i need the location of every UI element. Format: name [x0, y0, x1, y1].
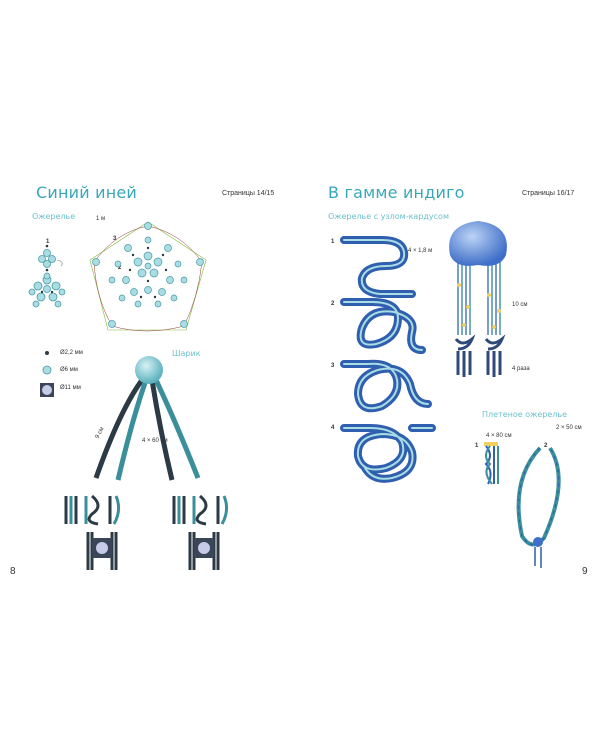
necklace-pentagon-diagram: [89, 221, 207, 332]
medium-bead-icon: [42, 365, 52, 375]
step-label: 2: [544, 443, 548, 449]
legend-label: Ø2,2 мм: [60, 350, 83, 356]
step-label: 3: [331, 363, 335, 369]
ball-cord-diagram: [93, 356, 201, 481]
closure-steps-diagram: [64, 494, 229, 570]
step-label: 1: [46, 239, 50, 245]
cord-length-label: 4 × 60 см: [142, 438, 168, 444]
length-label: 10 см: [512, 302, 528, 308]
step-label: 1: [475, 443, 479, 449]
left-page: Синий иней Страницы 14/15 Ожерелье 1 3 2…: [10, 183, 275, 577]
right-page: В гамме индиго Страницы 16/17 Ожерелье с…: [300, 0, 600, 750]
step-label: 2: [118, 265, 122, 271]
section-label: Ожерелье с узлом-кардусом: [328, 212, 449, 221]
knot-steps-diagram: [340, 236, 436, 483]
ball-label: Шарик: [172, 349, 201, 358]
page-number: 8: [10, 566, 16, 577]
step-label: 4: [331, 425, 335, 431]
page-reference: Страницы 14/15: [222, 190, 275, 197]
page-title: В гамме индиго: [328, 183, 465, 202]
legend-label: Ø6 мм: [60, 367, 78, 373]
section-label: Плетеное ожерелье: [482, 410, 567, 419]
section-label: Ожерелье: [32, 212, 76, 221]
length-label: 4 × 80 см: [486, 433, 512, 439]
small-bead-icon: [45, 351, 49, 355]
woven-necklace-diagram: [484, 442, 561, 568]
page-title: Синий иней: [36, 183, 138, 202]
length-label: 2 × 50 см: [556, 425, 582, 431]
cord-length-label: 4 × 1,8 м: [408, 248, 433, 254]
page-number: 9: [582, 566, 588, 577]
legend-label: Ø11 мм: [60, 385, 81, 391]
bead-motif-small: [28, 244, 66, 308]
length-label: 1 м: [96, 216, 106, 222]
step-label: 3: [113, 236, 117, 242]
pendant-diagram: [449, 221, 507, 377]
bead-legend-icons: [40, 351, 54, 397]
repeat-label: 4 раза: [512, 366, 530, 372]
step-label: 2: [331, 301, 335, 307]
page-reference: Страницы 16/17: [522, 190, 575, 197]
step-label: 1: [331, 239, 335, 245]
